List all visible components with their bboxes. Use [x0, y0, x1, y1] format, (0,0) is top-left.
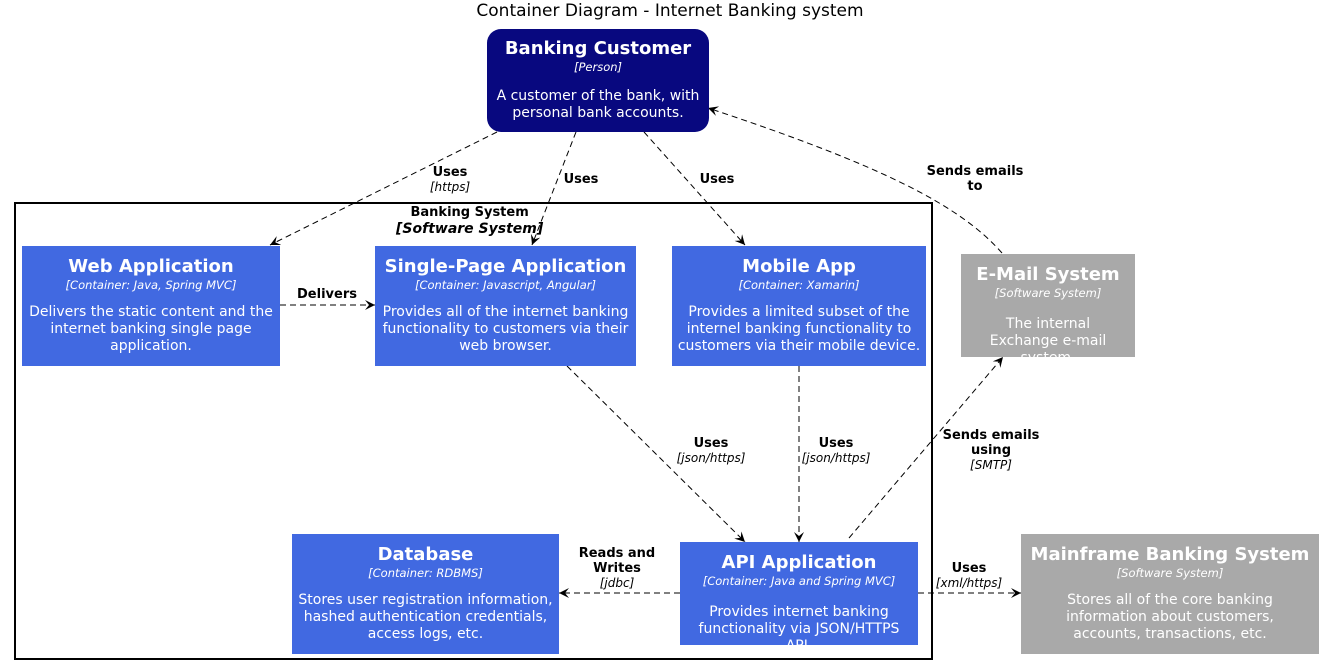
node-description: Stores all of the core banking informati…	[1066, 592, 1274, 642]
database-node[interactable]: Database [Container: RDBMS] Stores user …	[292, 534, 559, 654]
banking-customer-node[interactable]: Banking Customer [Person] A customer of …	[487, 29, 709, 132]
node-description: Stores user registration information, ha…	[298, 592, 553, 642]
boundary-type: [Software System]	[396, 221, 544, 237]
edge-label-tech: [SMTP]	[970, 458, 1012, 472]
node-description: Provides internet banking functionality …	[698, 604, 900, 654]
node-type: [Container: Xamarin]	[738, 278, 860, 292]
edge-customer-spa	[530, 131, 577, 246]
node-type: [Person]	[573, 60, 623, 74]
node-description: Delivers the static content and the inte…	[29, 304, 273, 354]
node-description: The internal Exchange e-mail system.	[989, 316, 1107, 366]
mobile-app-node[interactable]: Mobile App [Container: Xamarin] Provides…	[672, 246, 926, 366]
edge-label-customer-mobile: Uses	[700, 172, 735, 187]
edge-label-tech: [https]	[429, 180, 471, 194]
mainframe-banking-system-node[interactable]: Mainframe Banking System [Software Syste…	[1021, 534, 1319, 654]
node-name: E-Mail System	[976, 264, 1120, 285]
edge-label-mobile-api: Uses [json/https]	[802, 436, 871, 466]
boundary-name: Banking System	[410, 205, 529, 220]
web-application-node[interactable]: Web Application [Container: Java, Spring…	[22, 246, 280, 366]
edge-label-api-email: Sends emails using [SMTP]	[931, 428, 1051, 473]
edge-label-text: Uses	[818, 436, 854, 451]
edge-email-customer	[707, 106, 1003, 254]
edge-label-customer-spa: Uses	[564, 172, 599, 187]
edge-label-email-customer: Sends emails to	[920, 164, 1030, 194]
node-name: Banking Customer	[504, 38, 692, 59]
node-type: [Container: Javascript, Angular]	[414, 278, 597, 292]
node-description: Provides a limited subset of the interne…	[677, 304, 921, 354]
boundary-label: Banking System [Software System]	[396, 205, 543, 237]
edge-label-text: Uses	[563, 172, 599, 187]
edge-label-tech: [json/https]	[801, 451, 871, 465]
node-name: Web Application	[68, 256, 234, 277]
edge-label-text: Sends emails using	[942, 428, 1040, 458]
node-name: Database	[377, 544, 474, 565]
edge-label-web-spa: Delivers	[297, 287, 357, 302]
edge-label-api-mainframe: Uses [xml/https]	[936, 561, 1002, 591]
node-name: Mobile App	[742, 256, 856, 277]
node-type: [Container: Java and Spring MVC]	[702, 574, 896, 588]
node-name: Single-Page Application	[384, 256, 627, 277]
edge-label-tech: [jdbc]	[599, 576, 635, 590]
node-type: [Software System]	[1116, 566, 1224, 580]
node-type: [Container: Java, Spring MVC]	[65, 278, 237, 292]
edge-label-api-db: Reads and Writes [jdbc]	[572, 546, 662, 591]
node-name: API Application	[721, 552, 877, 573]
edge-label-text: Reads and Writes	[578, 546, 656, 576]
edge-label-text: Uses	[699, 172, 735, 187]
edge-customer-web	[269, 131, 498, 246]
edge-label-text: Uses	[951, 561, 987, 576]
edge-label-tech: [json/https]	[676, 451, 746, 465]
diagram-title: Container Diagram - Internet Banking sys…	[476, 1, 864, 21]
node-description: Provides all of the internet banking fun…	[382, 304, 629, 354]
edge-label-text: Delivers	[297, 287, 357, 302]
edge-label-tech: [xml/https]	[935, 576, 1003, 590]
node-name: Mainframe Banking System	[1030, 544, 1310, 565]
node-description: A customer of the bank, with personal ba…	[496, 88, 700, 121]
edge-spa-api	[566, 365, 746, 543]
node-type: [Software System]	[994, 286, 1102, 300]
edge-label-text: Uses	[432, 165, 468, 180]
node-type: [Container: RDBMS]	[368, 566, 483, 580]
email-system-node[interactable]: E-Mail System [Software System] The inte…	[961, 254, 1135, 366]
edge-label-text: Uses	[693, 436, 729, 451]
banking-system-boundary	[14, 202, 933, 660]
edge-customer-mobile	[643, 131, 746, 246]
edge-label-spa-api: Uses [json/https]	[677, 436, 746, 466]
edge-label-text: Sends emails to	[926, 164, 1024, 194]
edge-label-customer-web: Uses [https]	[430, 165, 470, 195]
api-application-node[interactable]: API Application [Container: Java and Spr…	[680, 542, 918, 654]
single-page-application-node[interactable]: Single-Page Application [Container: Java…	[375, 246, 636, 366]
